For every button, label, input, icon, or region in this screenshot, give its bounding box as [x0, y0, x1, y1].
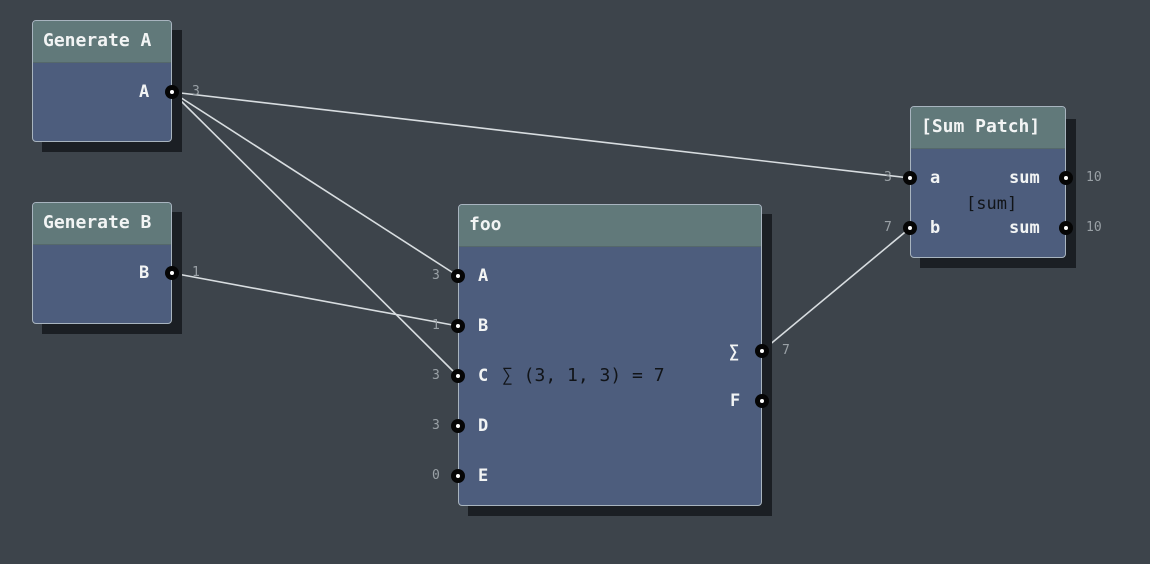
node-inner-label: [sum]: [966, 194, 1018, 214]
input-label-c: C: [478, 366, 489, 386]
input-label-b: b: [930, 218, 941, 238]
output-label-f: F: [730, 391, 741, 411]
output-label-sum: ∑: [729, 342, 740, 362]
node-generate-b[interactable]: Generate B B 1: [32, 202, 200, 334]
node-header[interactable]: [Sum Patch]: [911, 107, 1065, 149]
node-body: foo: [458, 204, 762, 506]
input-label-d: D: [478, 416, 489, 436]
input-value-e: 0: [432, 468, 440, 483]
input-label-e: E: [478, 466, 489, 486]
output-port-sum-1[interactable]: [1059, 171, 1073, 185]
output-port-f[interactable]: [755, 394, 769, 408]
input-value-a: 3: [432, 268, 440, 283]
wire-b-to-foo-b: [171, 272, 459, 327]
node-title: Generate A: [43, 30, 152, 51]
output-label-sum-1: sum: [1009, 168, 1040, 188]
input-value-c: 3: [432, 368, 440, 383]
node-header[interactable]: foo: [459, 205, 761, 247]
output-value-sum: 7: [782, 343, 790, 358]
node-title: Generate B: [43, 212, 152, 233]
node-title: foo: [469, 214, 502, 235]
input-value-a: 3: [884, 170, 892, 185]
node-header[interactable]: Generate B: [33, 203, 171, 245]
input-port-e[interactable]: [451, 469, 465, 483]
node-body: Generate B: [32, 202, 172, 324]
output-label-b: B: [139, 263, 150, 283]
input-port-a[interactable]: [903, 171, 917, 185]
wire-a-to-sum-a: [171, 91, 911, 179]
output-value-b: 1: [192, 265, 200, 280]
output-value-sum-2: 10: [1086, 220, 1102, 235]
output-value-a: 3: [192, 84, 200, 99]
output-port-sum[interactable]: [755, 344, 769, 358]
input-port-b[interactable]: [903, 221, 917, 235]
wire-foo-sum-to-sum-b: [761, 227, 911, 352]
output-value-sum-1: 10: [1086, 170, 1102, 185]
input-value-b: 1: [432, 318, 440, 333]
output-label-a: A: [139, 82, 150, 102]
node-body: [Sum Patch]: [910, 106, 1066, 258]
input-label-b: B: [478, 316, 489, 336]
node-title: [Sum Patch]: [921, 116, 1041, 137]
input-label-a: A: [478, 266, 489, 286]
wire-a-to-foo-c: [171, 91, 459, 377]
node-generate-a[interactable]: Generate A A 3: [32, 20, 200, 152]
node-header[interactable]: Generate A: [33, 21, 171, 63]
input-port-d[interactable]: [451, 419, 465, 433]
input-port-a[interactable]: [451, 269, 465, 283]
output-label-sum-2: sum: [1009, 218, 1040, 238]
node-foo[interactable]: foo 3 A 1 B 3 C 3 D 0 E ∑ (3, 1, 3) = 7 …: [432, 204, 790, 516]
input-port-c[interactable]: [451, 369, 465, 383]
output-port-b[interactable]: [165, 266, 179, 280]
node-expression: ∑ (3, 1, 3) = 7: [502, 365, 665, 386]
node-sum-patch[interactable]: [Sum Patch] 3 a 7 b [sum] sum 10 sum 10: [884, 106, 1102, 268]
input-port-b[interactable]: [451, 319, 465, 333]
node-body: Generate A: [32, 20, 172, 142]
input-label-a: a: [930, 168, 941, 188]
input-value-d: 3: [432, 418, 440, 433]
input-value-b: 7: [884, 220, 892, 235]
wire-a-to-foo-a: [171, 91, 459, 277]
output-port-sum-2[interactable]: [1059, 221, 1073, 235]
output-port-a[interactable]: [165, 85, 179, 99]
